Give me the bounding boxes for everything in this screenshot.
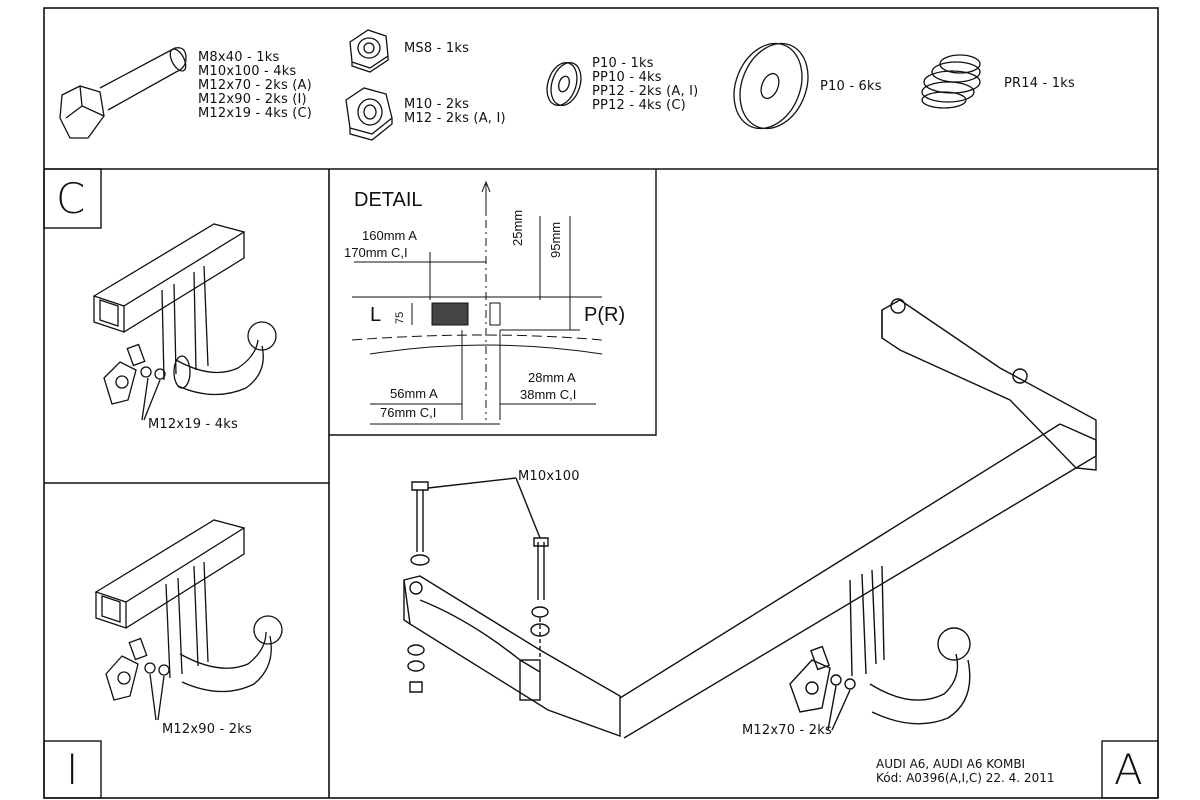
nut-list: M10 - 2ks M12 - 2ks (A, I) bbox=[404, 98, 506, 126]
ms8-label: MS8 - 1ks bbox=[404, 41, 470, 56]
dim-25: 25mm bbox=[510, 209, 525, 246]
ms8-nut-icon bbox=[349, 29, 389, 73]
bolt-list-item: M12x19 - 4ks (C) bbox=[198, 106, 313, 121]
dim-76: 76mm C,I bbox=[380, 405, 437, 420]
c-letter-box bbox=[43, 168, 102, 229]
panel-a-assembly bbox=[403, 298, 1097, 739]
sheet-frame bbox=[43, 7, 1159, 799]
dim-95: 95mm bbox=[548, 221, 563, 258]
nut-list-item: M10 - 2ks bbox=[404, 97, 470, 112]
nut-list-item: M12 - 2ks (A, I) bbox=[404, 111, 506, 126]
bolt-list-item: M10x100 - 4ks bbox=[198, 64, 297, 79]
bolt-list-item: M12x90 - 2ks (I) bbox=[198, 92, 307, 107]
large-washer-icon bbox=[733, 42, 809, 130]
panel-c-assembly bbox=[92, 223, 277, 421]
dim-38: 38mm C,I bbox=[520, 387, 577, 402]
bolt-list-item: M12x70 - 2ks (A) bbox=[198, 78, 312, 93]
dim-28: 28mm A bbox=[528, 370, 576, 385]
i-letter-box bbox=[43, 740, 102, 799]
small-washer-icon bbox=[546, 61, 582, 107]
washer-list-item: PP10 - 4ks bbox=[592, 70, 662, 85]
panel-a-top-bolt-label: M10x100 bbox=[518, 469, 580, 484]
panel-a-letter: A bbox=[1114, 745, 1143, 794]
bolt-icon bbox=[59, 47, 187, 139]
bolt-list: M8x40 - 1ks M10x100 - 4ks M12x70 - 2ks (… bbox=[198, 51, 312, 121]
a-letter-box bbox=[1101, 740, 1159, 799]
washer-list-item: P10 - 1ks bbox=[592, 56, 654, 71]
dim-160: 160mm A bbox=[362, 228, 417, 243]
washer-list: P10 - 1ks PP10 - 4ks PP12 - 2ks (A, I) P… bbox=[592, 57, 698, 113]
dim-56: 56mm A bbox=[390, 386, 438, 401]
panel-c-bolt-label: M12x19 - 4ks bbox=[148, 417, 238, 432]
washer-list-item: PP12 - 2ks (A, I) bbox=[592, 84, 699, 99]
detail-drawing bbox=[351, 180, 603, 425]
detail-frame bbox=[329, 169, 657, 436]
spring-washer-icon bbox=[921, 54, 981, 109]
detail-right-label: P(R) bbox=[584, 304, 626, 326]
detail-title: DETAIL bbox=[354, 189, 423, 211]
washer-list-item: PP12 - 4ks (C) bbox=[592, 98, 686, 113]
spring-label: PR14 - 1ks bbox=[1004, 76, 1075, 91]
panel-i-letter: I bbox=[66, 745, 79, 794]
big-washer-label: P10 - 6ks bbox=[820, 79, 882, 94]
bolt-list-item: M8x40 - 1ks bbox=[198, 50, 280, 65]
title-block: AUDI A6, AUDI A6 KOMBI Kód: A0396(A,I,C)… bbox=[876, 757, 1054, 785]
drawing-code: Kód: A0396(A,I,C) 22. 4. 2011 bbox=[876, 771, 1055, 785]
panel-c-letter: C bbox=[56, 174, 86, 223]
model-name: AUDI A6, AUDI A6 KOMBI bbox=[876, 757, 1026, 771]
panel-i-bolt-label: M12x90 - 2ks bbox=[162, 722, 252, 737]
panel-i-assembly bbox=[94, 519, 283, 721]
dim-170: 170mm C,I bbox=[344, 245, 408, 260]
m10-nut-icon bbox=[345, 87, 393, 141]
dim-75: 75 bbox=[394, 311, 406, 324]
panel-a-bolt-label: M12x70 - 2ks bbox=[742, 723, 832, 738]
detail-left-label: L bbox=[370, 304, 382, 326]
